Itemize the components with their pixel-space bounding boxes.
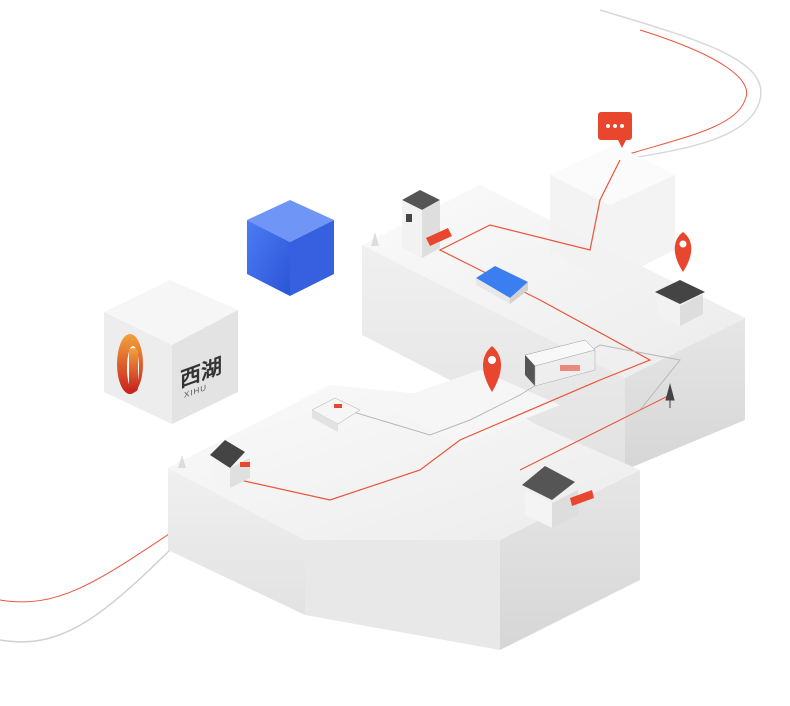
tree-icon	[371, 232, 379, 246]
house-icon	[210, 440, 250, 488]
location-pin-icon	[483, 346, 501, 392]
route-line-bottom	[0, 539, 181, 643]
tall-building	[402, 190, 452, 258]
tree-icon	[665, 383, 675, 408]
tree-icon	[178, 455, 186, 468]
logo-mark	[117, 334, 143, 394]
logo-cube: 西湖 XIHU	[104, 280, 238, 424]
road-route-3	[519, 394, 671, 471]
location-pin-icon	[674, 232, 692, 272]
lower-platform	[168, 370, 640, 650]
route-line-top-red	[609, 29, 748, 161]
car-icon	[476, 266, 528, 304]
road-route	[239, 159, 652, 501]
car-icon	[311, 397, 361, 432]
blue-cube	[247, 200, 334, 296]
road-route-2	[329, 344, 681, 436]
house-icon	[522, 466, 594, 528]
route-line-top	[599, 9, 762, 161]
bus-icon	[524, 339, 596, 387]
route-line-bottom-red	[0, 519, 191, 603]
chat-bubble-icon	[598, 112, 632, 148]
station-building	[655, 280, 705, 326]
